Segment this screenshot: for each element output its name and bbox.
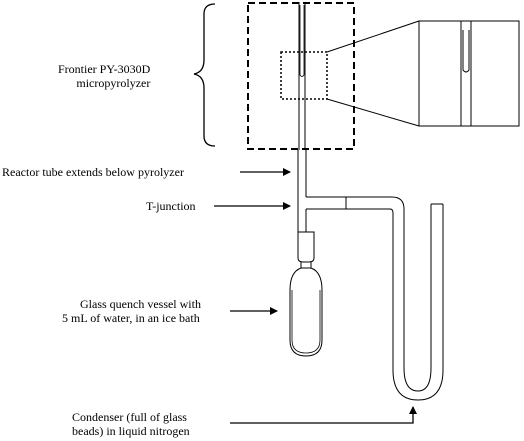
quench-connector — [297, 231, 315, 263]
t-junction-label: T-junction — [146, 199, 196, 213]
pyrolyzer-label-line1: Frontier PY-3030D — [58, 62, 151, 76]
pyrolyzer-dashed-box — [247, 2, 355, 150]
condenser-inner-wall — [389, 204, 444, 401]
zoom-region-dotted-box — [280, 51, 328, 100]
condenser-arrow — [230, 406, 417, 424]
zoom-connector-bottom — [326, 98, 420, 127]
quench-vessel-label-line1: Glass quench vessel with — [80, 297, 201, 311]
zoom-inset-sample-cup — [462, 30, 470, 73]
pyrolyzer-label-line2: micropyrolyzer — [76, 76, 151, 90]
pyrolyzer-label: Frontier PY-3030D micropyrolyzer — [58, 62, 150, 90]
zoom-connector-top — [326, 20, 420, 53]
pyrolyzer-brace — [193, 3, 216, 147]
quench-vessel — [289, 267, 323, 357]
reactor-tube-label: Reactor tube extends below pyrolyzer — [2, 165, 184, 179]
condenser-label-line2: beads) in liquid nitrogen — [72, 424, 190, 438]
condenser-label-line1: Condenser (full of glass — [72, 410, 187, 424]
condenser-outer-wall — [391, 196, 432, 392]
t-junction-label-text: T-junction — [146, 199, 196, 213]
quench-vessel-body-inner — [291, 290, 321, 354]
quench-vessel-label-line2: 5 mL of water, in an ice bath — [62, 311, 200, 325]
condenser-label: Condenser (full of glass beads) in liqui… — [72, 410, 190, 438]
quench-vessel-label: Glass quench vessel with 5 mL of water, … — [62, 297, 201, 325]
reactor-tube-label-text: Reactor tube extends below pyrolyzer — [2, 165, 184, 179]
sample-cup-small — [299, 5, 305, 77]
